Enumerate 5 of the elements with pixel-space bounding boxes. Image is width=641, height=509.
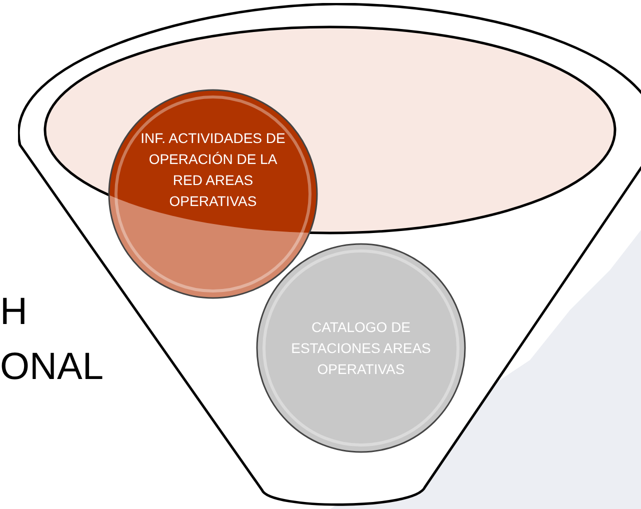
circle	[256, 243, 466, 453]
side-label: ONAL	[0, 345, 104, 389]
side-label: H	[0, 290, 28, 334]
circle-label: INF. ACTIVIDADES DE OPERACIÓN DE LA RED AREAS OPERATIVAS	[140, 129, 286, 211]
circle	[108, 89, 318, 299]
